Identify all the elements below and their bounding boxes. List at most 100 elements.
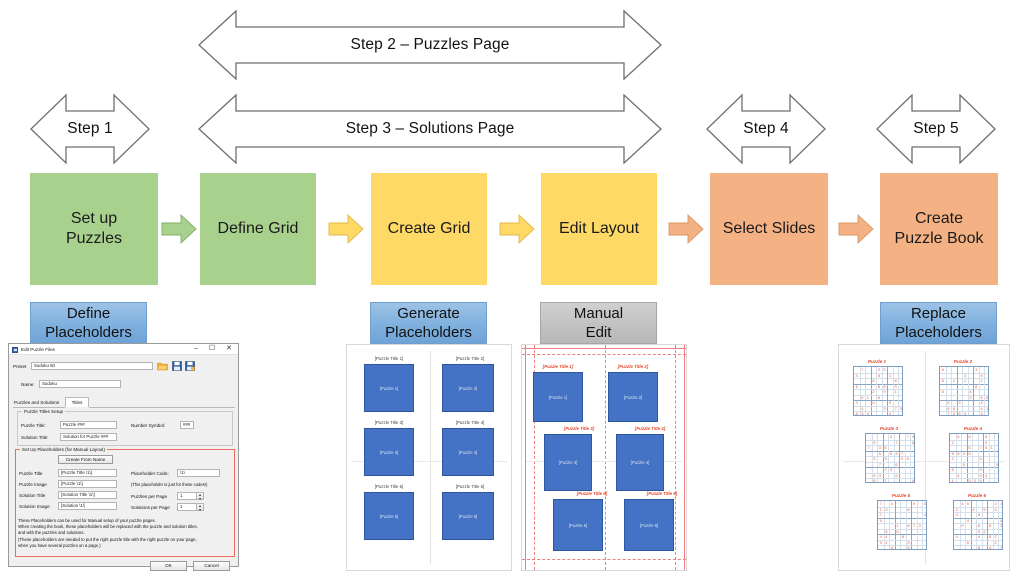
sudoku-cell-value: 2 xyxy=(1000,523,1003,529)
placeholder-box[interactable]: [Puzzle 4] xyxy=(442,428,494,476)
solution-title-input[interactable]: Solution for Puzzle ### xyxy=(60,433,117,441)
sudoku-gridline xyxy=(992,501,994,549)
stepper-arrows[interactable]: ▲▼ xyxy=(196,493,203,501)
step-arrow-step2: Step 2 – Puzzles Page xyxy=(196,8,664,82)
cancel-button[interactable]: Cancel xyxy=(193,561,230,571)
sudoku-gridline xyxy=(876,367,878,415)
open-folder-icon[interactable] xyxy=(157,361,168,373)
sudoku-gridline xyxy=(954,517,1002,519)
sudoku-title: Puzzle 5 xyxy=(891,493,911,498)
tab-puzzles-and-solutions[interactable]: Puzzles and Solutions xyxy=(14,399,60,405)
maximize-icon[interactable]: ☐ xyxy=(208,345,216,353)
number-symbol-input[interactable]: ### xyxy=(180,421,194,429)
placeholder-solution-image-input[interactable]: [Solution \1\] xyxy=(58,502,117,510)
sudoku-cell-value: 6 xyxy=(984,445,988,451)
manual-box[interactable]: [Puzzle 6] xyxy=(624,499,674,551)
sudoku-gridline xyxy=(940,411,988,413)
manual-edit-page-preview[interactable]: [Puzzle Title 1] [Puzzle 1] [Puzzle Titl… xyxy=(521,344,687,571)
sudoku-gridline xyxy=(984,367,986,415)
edit-puzzle-files-dialog[interactable]: Edit Puzzle Files – ☐ ✕ Preset Sudoku 50 xyxy=(8,343,239,571)
callout-replace-placeholders[interactable]: Replace Placeholders xyxy=(880,302,997,344)
process-box-define-grid[interactable]: Define Grid xyxy=(200,173,316,285)
process-box-select-slides[interactable]: Select Slides xyxy=(710,173,828,285)
page-guide-right xyxy=(684,345,685,570)
sudoku-gridline xyxy=(878,545,926,547)
manual-box[interactable]: [Puzzle 2] xyxy=(608,372,658,422)
sudoku-cell-value: 4 xyxy=(955,512,958,518)
sudoku-cell-value: 8 xyxy=(957,450,960,456)
dialog-tabs[interactable]: Puzzles and Solutions Titles xyxy=(13,397,235,408)
minimize-icon[interactable]: – xyxy=(194,345,198,353)
placeholder-puzzle-title-input[interactable]: [Puzzle Title \1\] xyxy=(58,469,117,477)
name-input[interactable]: Sudoku xyxy=(39,380,121,388)
process-box-set-up-puzzles[interactable]: Set up Puzzles xyxy=(30,173,158,285)
callout-define-placeholders[interactable]: Define Placeholders xyxy=(30,302,147,344)
sudoku-gridline xyxy=(866,472,914,474)
save-icon[interactable] xyxy=(172,361,182,373)
placeholder-puzzle-image-input[interactable]: [Puzzle \1\] xyxy=(58,480,117,488)
manual-box[interactable]: [Puzzle 4] xyxy=(616,434,664,491)
placeholder-box[interactable]: [Puzzle 6] xyxy=(442,492,494,540)
sudoku-cell-value: 7 xyxy=(895,439,898,445)
close-icon[interactable]: ✕ xyxy=(226,345,232,353)
sudoku-cell-value: 2 xyxy=(969,394,972,400)
placeholder-title: [Puzzle Title 1] xyxy=(374,356,404,361)
manual-box[interactable]: [Puzzle 1] xyxy=(533,372,583,422)
ok-button[interactable]: OK xyxy=(150,561,187,571)
sudoku-cell-value: 7 xyxy=(894,405,897,411)
solutions-per-page-stepper[interactable]: 1 ▲▼ xyxy=(177,503,204,512)
placeholder-solution-title-input[interactable]: [Solution Title \1\] xyxy=(58,491,117,499)
manual-box[interactable]: [Puzzle 5] xyxy=(553,499,603,551)
placeholder-box[interactable]: [Puzzle 2] xyxy=(442,364,494,412)
page-guide-margin-left xyxy=(534,345,535,570)
sudoku-cell-value: 9 xyxy=(912,500,916,506)
placeholder-box-label: [Puzzle 3] xyxy=(379,449,399,455)
sudoku-gridline xyxy=(866,439,914,441)
sudoku-title: Puzzle 1 xyxy=(867,359,887,364)
preset-input[interactable]: Sudoku 50 xyxy=(31,362,153,370)
callout-generate-placeholders[interactable]: Generate Placeholders xyxy=(370,302,487,344)
sudoku-cell-value: 1 xyxy=(980,378,983,384)
placeholder-code-input[interactable]: \1\ xyxy=(177,469,220,477)
sudoku-gridline xyxy=(940,389,988,391)
callout-manual-edit[interactable]: Manual Edit xyxy=(540,302,657,344)
placeholder-box[interactable]: [Puzzle 3] xyxy=(364,428,414,476)
sudoku-gridline xyxy=(988,434,990,482)
process-box-set-up-puzzles-line1: Set up xyxy=(70,209,118,227)
sudoku-cell-value: 3 xyxy=(855,400,858,406)
page-mid-guide xyxy=(843,461,1005,462)
sudoku-cell-value: 4 xyxy=(885,534,888,540)
step-arrow-step3-label: Step 3 – Solutions Page xyxy=(345,120,515,137)
sudoku-cell-value: 2 xyxy=(994,539,997,545)
manual-title: [Puzzle Title 5] xyxy=(576,491,608,496)
placeholder-box[interactable]: [Puzzle 5] xyxy=(364,492,414,540)
placeholder-page-preview[interactable]: [Puzzle Title 1] [Puzzle 1] [Puzzle Titl… xyxy=(346,344,512,571)
sudoku-gridline xyxy=(881,367,883,415)
sudoku-cell-value: 4 xyxy=(963,411,967,417)
placeholder-box[interactable]: [Puzzle 1] xyxy=(364,364,414,412)
save-as-icon[interactable] xyxy=(185,361,195,373)
sudoku-cell-value: 5 xyxy=(980,372,983,378)
process-box-set-up-puzzles-line2: Puzzles xyxy=(65,230,123,247)
process-box-create-puzzle-book[interactable]: Create Puzzle Book xyxy=(880,173,998,285)
create-from-name-button[interactable]: Create From Name xyxy=(58,455,113,464)
sudoku-gridline xyxy=(940,372,988,374)
tab-titles[interactable]: Titles xyxy=(65,397,89,407)
dialog-titlebar[interactable]: Edit Puzzle Files – ☐ ✕ xyxy=(9,344,238,355)
sudoku-cell-value: 5 xyxy=(889,450,893,456)
manual-box[interactable]: [Puzzle 3] xyxy=(544,434,592,491)
puzzles-per-page-stepper[interactable]: 1 ▲▼ xyxy=(177,492,204,501)
process-box-edit-layout[interactable]: Edit Layout xyxy=(541,173,657,285)
stepper-arrows[interactable]: ▲▼ xyxy=(196,504,203,512)
process-box-create-grid[interactable]: Create Grid xyxy=(371,173,487,285)
sudoku-cell-value: 9 xyxy=(984,439,988,445)
sudoku-cell-value: 8 xyxy=(977,545,981,551)
puzzle-title-input[interactable]: Puzzle ### xyxy=(60,421,117,429)
